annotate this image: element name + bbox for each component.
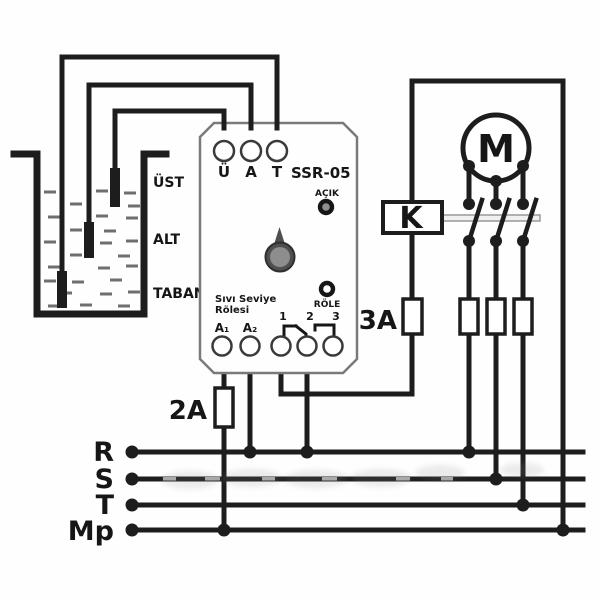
fuse-label-3a: 3A	[359, 306, 397, 336]
junction-dots	[125, 160, 570, 537]
ust-probe-wire	[112, 108, 227, 178]
terminal-u	[212, 139, 236, 163]
terminal-a1	[211, 335, 233, 357]
contactor-switch-arm-3	[520, 197, 539, 244]
fuse-label-2a: 2A	[169, 396, 207, 426]
power-lines-group: R S T Mp	[68, 437, 586, 547]
relay-model-label: SSR-05	[291, 164, 351, 182]
tank-outline	[10, 150, 170, 318]
line-label-s: S	[95, 464, 114, 495]
terminal-2	[296, 335, 318, 357]
adjust-knob-face	[270, 247, 290, 267]
watermark-line-breaks	[163, 477, 453, 481]
power-led-label: AÇIK	[315, 189, 340, 199]
line-label-r: R	[93, 437, 114, 468]
motor-fuse-r	[458, 297, 480, 336]
relay-unit: Ü A T SSR-05 AÇIK RÖLE Sıvı Seviye Röles…	[198, 120, 359, 375]
terminal-a	[239, 139, 263, 163]
power-fuse-3a	[401, 297, 424, 336]
alt-probe-wire	[86, 82, 254, 232]
power-led-center	[322, 203, 330, 211]
water-level-dashes	[44, 189, 140, 308]
level-label-ust: ÜST	[153, 173, 184, 191]
terminal-a2	[239, 335, 261, 357]
tank-level-labels: ÜST ALT TABAN	[153, 173, 206, 302]
contact-label-2: 2	[306, 310, 314, 323]
coil-label-a1: A₁	[215, 321, 230, 335]
terminal-t	[265, 139, 289, 163]
level-label-alt: ALT	[153, 232, 180, 248]
contactor-coil-box	[381, 200, 444, 235]
probe-wiring	[57, 54, 280, 308]
relay-led-center	[323, 285, 331, 293]
terminal-label-a: A	[245, 163, 257, 181]
terminal-label-t: T	[272, 163, 283, 181]
contactor-switch-arm-2	[493, 197, 512, 244]
level-label-taban: TABAN	[153, 286, 206, 302]
motor-fuse-t	[512, 297, 534, 336]
terminal-3	[322, 335, 344, 357]
contactor-coil-return-wire	[409, 78, 566, 533]
line-label-t: T	[96, 490, 115, 521]
relay-led-label: RÖLE	[314, 299, 340, 310]
terminal-label-u: Ü	[218, 162, 230, 181]
contact-label-3: 3	[332, 310, 340, 323]
taban-probe-wire	[59, 54, 280, 281]
contactor-switch-arm-1	[466, 197, 485, 244]
contactor-label: K	[399, 201, 424, 236]
contactor-linkage-rod	[441, 214, 541, 222]
motor-fuse-s	[485, 297, 507, 336]
device-name-line2: Rölesi	[215, 305, 249, 316]
control-fuse-2a	[213, 386, 235, 429]
coil-label-a2: A₂	[243, 321, 258, 335]
contact-label-1: 1	[279, 310, 287, 323]
watermark	[162, 463, 544, 489]
line-label-mp: Mp	[68, 516, 114, 547]
motor-label: M	[477, 127, 515, 171]
device-name-line1: Sıvı Seviye	[215, 294, 277, 305]
terminal-1	[270, 335, 292, 357]
water-tank	[10, 150, 170, 318]
fuses-group: 2A 3A	[169, 297, 534, 429]
